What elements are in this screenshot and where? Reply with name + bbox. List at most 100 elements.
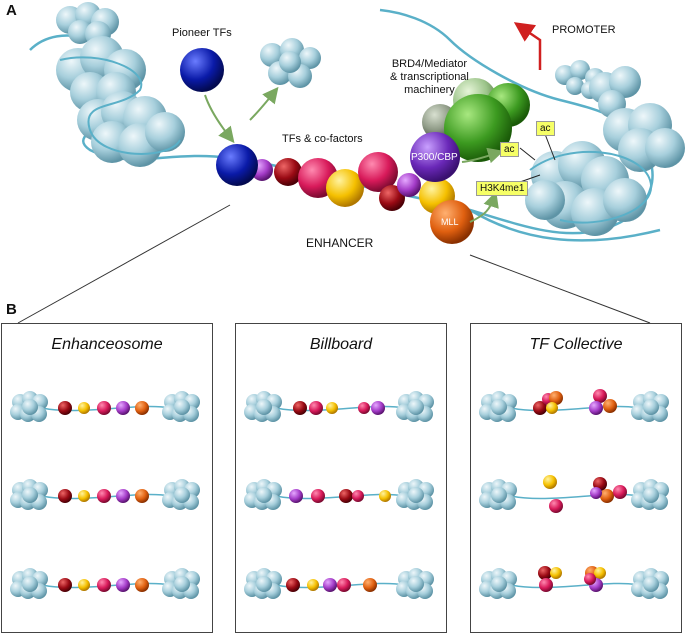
b-nuc-left-2-1-sub6 [491, 487, 507, 503]
b-tf-2-0-6 [603, 399, 617, 413]
b-nuc-left-1-0-sub6 [256, 399, 272, 415]
b-nuc-right-0-1-sub6 [174, 487, 190, 503]
tf-collective-title: TF Collective [529, 336, 623, 353]
h3k4-arrow [469, 191, 499, 223]
b-tf-2-0-3 [546, 402, 558, 414]
b-nuc-left-0-2-sub6 [22, 576, 38, 592]
b-tf-1-1-4 [379, 490, 391, 502]
b-nuc-right-1-1-sub6 [408, 487, 424, 503]
b-tf-0-0-4 [135, 401, 149, 415]
enhancer-label: ENHANCER [306, 236, 374, 250]
zoom-line-right [469, 254, 651, 324]
tf-red-2 [379, 185, 405, 211]
zoom-line-left [17, 204, 231, 324]
b-tf-0-2-2 [97, 578, 111, 592]
pioneer-tfs-label: Pioneer TFs [172, 27, 232, 39]
p300-sphere [410, 132, 460, 182]
b-nuc-left-0-1-sub6 [22, 487, 38, 503]
brd4-label-line3: machinery [404, 84, 455, 96]
tf-red-1 [274, 158, 302, 186]
b-nuc-right-0-0-sub6 [174, 399, 190, 415]
b-tf-2-0-5 [589, 401, 603, 415]
b-nuc-left-0-0-sub6 [22, 399, 38, 415]
b-tf-2-1-4 [613, 485, 627, 499]
released-nucleosome [260, 38, 321, 88]
b-tf-0-0-2 [97, 401, 111, 415]
b-tf-0-2-3 [116, 578, 130, 592]
tf-yellow-1 [326, 169, 364, 207]
promoter-label: PROMOTER [552, 24, 616, 36]
b-dna-1-0 [275, 405, 405, 412]
p300-label: P300/CBP [411, 152, 458, 163]
mll-label: MLL [441, 217, 459, 227]
b-tf-2-2-6 [584, 573, 596, 585]
left-cluster-dna [59, 56, 181, 155]
b-dna-2-2 [510, 582, 640, 589]
release-arrow [249, 86, 279, 121]
pioneer-tf-free [180, 48, 224, 92]
ac-tag-top: ac [536, 121, 555, 136]
b-tf-1-2-0 [286, 578, 300, 592]
panel-a-diagram [17, 2, 685, 324]
b-tf-2-2-2 [539, 578, 553, 592]
ac-arrow [461, 147, 504, 164]
pioneer-tf-bound [216, 144, 258, 186]
panel-b-letter: B [6, 301, 17, 318]
h3k4me1-tag: H3K4me1 [476, 181, 529, 196]
b-nuc-left-2-2-sub6 [491, 576, 507, 592]
b-tf-1-2-4 [363, 578, 377, 592]
b-nuc-right-0-2-sub6 [174, 576, 190, 592]
b-tf-0-2-4 [135, 578, 149, 592]
b-tf-0-1-1 [78, 490, 90, 502]
promoter-arrow [513, 22, 542, 70]
enhanceosome-title: Enhanceosome [51, 336, 163, 353]
panel-b-rows [10, 389, 669, 599]
b-tf-2-1-5 [590, 487, 602, 499]
billboard-title: Billboard [309, 336, 373, 353]
b-tf-1-1-3 [352, 490, 364, 502]
b-tf-2-0-4 [593, 389, 607, 403]
pioneer-arrow [204, 94, 235, 144]
b-nuc-right-1-2-sub6 [408, 576, 424, 592]
dna-strand-right [469, 208, 661, 242]
b-tf-0-1-4 [135, 489, 149, 503]
tf-pink-2 [358, 152, 398, 192]
brd4-label-line1: BRD4/Mediator [391, 58, 468, 70]
b-tf-0-2-0 [58, 578, 72, 592]
b-tf-1-0-2 [326, 402, 338, 414]
ac-tag-left: ac [500, 142, 519, 157]
mll-sphere [430, 200, 474, 244]
b-tf-1-2-1 [307, 579, 319, 591]
brd4-complex [422, 78, 530, 162]
left-nucleosome-cluster [56, 2, 185, 167]
tf-chain [180, 48, 474, 244]
brd4-label-line2: & transcriptional [390, 71, 469, 83]
b-tf-2-0-2 [549, 391, 563, 405]
b-tf-2-0-0 [533, 401, 547, 415]
b-tf-0-1-0 [58, 489, 72, 503]
tf-purple-2 [397, 173, 421, 197]
b-dna-2-1 [510, 493, 640, 500]
b-tf-1-0-3 [358, 402, 370, 414]
b-tf-2-2-0 [538, 566, 552, 580]
b-tf-1-2-3 [337, 578, 351, 592]
tf-collective-panel: TF Collective [470, 323, 682, 633]
panel-a-letter: A [6, 2, 17, 19]
b-tf-0-1-3 [116, 489, 130, 503]
tfs-cofactors-label: TFs & co-factors [282, 133, 363, 145]
b-tf-1-0-0 [293, 401, 307, 415]
b-tf-2-1-0 [549, 499, 563, 513]
b-tf-0-0-0 [58, 401, 72, 415]
right-cluster-dna [529, 150, 653, 224]
b-tf-1-0-4 [371, 401, 385, 415]
b-nuc-left-2-0-sub6 [491, 399, 507, 415]
b-tf-2-1-1 [543, 475, 557, 489]
b-nuc-right-1-0-sub6 [408, 399, 424, 415]
b-tf-2-2-4 [594, 567, 606, 579]
b-tf-0-1-2 [97, 489, 111, 503]
b-tf-0-2-1 [78, 579, 90, 591]
b-nuc-left-1-2-sub6 [256, 576, 272, 592]
b-tf-1-1-0 [289, 489, 303, 503]
b-nuc-right-2-0-sub6 [643, 399, 659, 415]
